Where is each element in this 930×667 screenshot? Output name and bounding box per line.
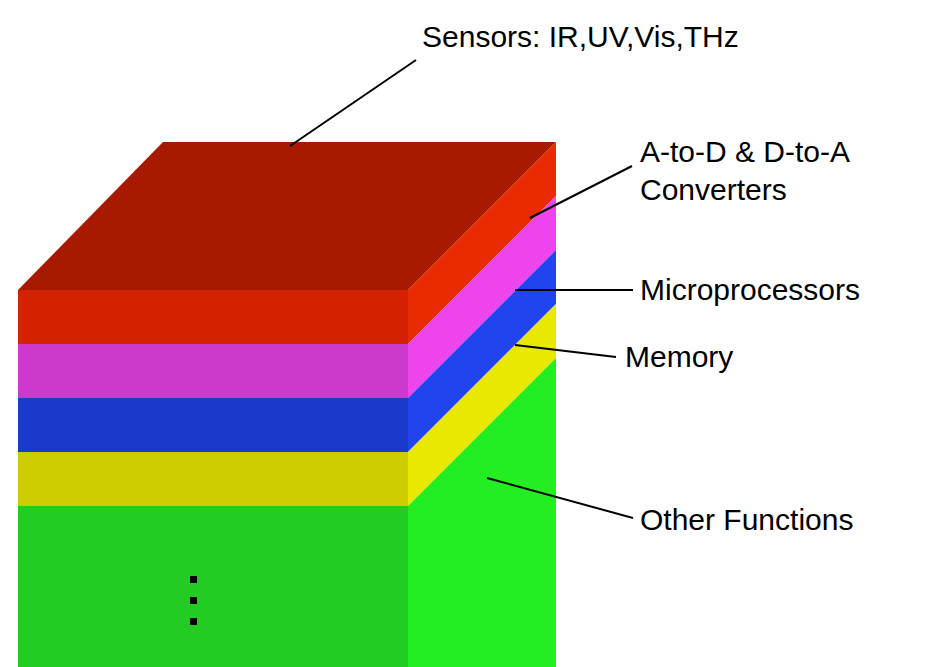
continuation-dot (190, 618, 197, 625)
continuation-dot (190, 576, 197, 583)
callout-label: A-to-D & D-to-A Converters (640, 133, 910, 209)
callout-text: Memory (625, 338, 905, 376)
callout-label: Memory (625, 338, 905, 376)
callout-text: Other Functions (640, 501, 920, 539)
leader-line (530, 166, 632, 218)
leader-line (487, 478, 633, 518)
callout-text: Microprocessors (640, 271, 920, 309)
callout-text: Sensors: IR,UV,Vis,THz (422, 18, 822, 56)
leader-line (515, 345, 616, 357)
other-layer-side (408, 358, 556, 667)
callout-label: Microprocessors (640, 271, 920, 309)
callout-text: A-to-D & D-to-A Converters (640, 133, 910, 209)
callout-label: Sensors: IR,UV,Vis,THz (422, 18, 822, 56)
continuation-dot (190, 597, 197, 604)
leader-line (290, 60, 416, 146)
leader-line (515, 289, 633, 291)
other-layer-front (18, 506, 408, 667)
processor-layer-front (18, 398, 408, 452)
sensor-layer-front (18, 290, 408, 344)
memory-layer-front (18, 452, 408, 506)
callout-label: Other Functions (640, 501, 920, 539)
converter-layer-front (18, 344, 408, 398)
